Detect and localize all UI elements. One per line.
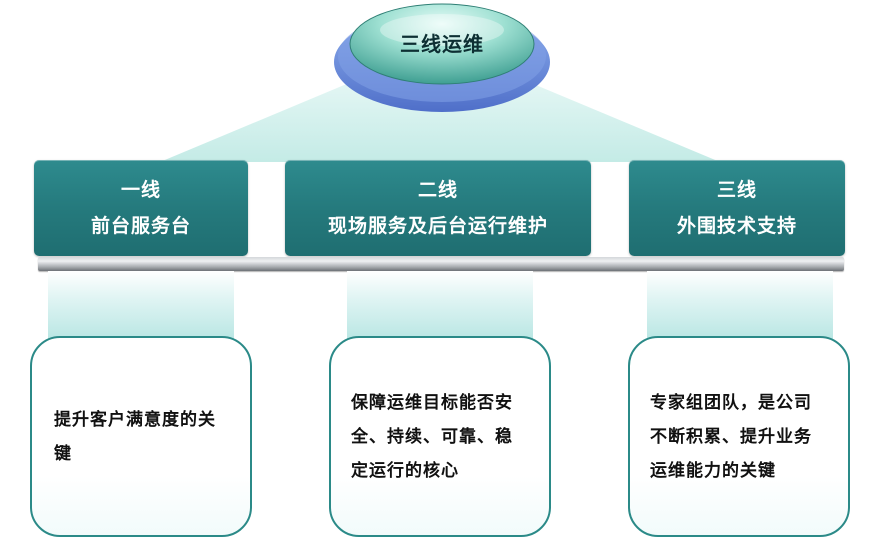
tier-3-card: 专家组团队，是公司不断积累、提升业务运维能力的关键 [628, 336, 850, 537]
tier-3-description: 专家组团队，是公司不断积累、提升业务运维能力的关键 [650, 392, 812, 481]
tier-2-description: 保障运维目标能否安全、持续、可靠、稳定运行的核心 [351, 392, 513, 481]
tier-3-connector [647, 271, 833, 341]
hub-node: 三线运维 [331, 0, 553, 115]
hub-label: 三线运维 [400, 32, 484, 56]
tier-1-header: 一线 前台服务台 [34, 160, 248, 256]
tier-1-level: 一线 [120, 179, 161, 201]
tier-1-connector [48, 271, 234, 341]
tier-2-level: 二线 [417, 179, 458, 201]
tier-1-description: 提升客户满意度的关键 [54, 409, 216, 464]
divider-bar [38, 257, 844, 271]
tier-3-level: 三线 [716, 179, 757, 201]
tier-2-connector [347, 271, 533, 341]
tier-1-card: 提升客户满意度的关键 [30, 336, 252, 537]
tier-2-header: 二线 现场服务及后台运行维护 [285, 160, 591, 256]
tier-2-name: 现场服务及后台运行维护 [327, 215, 548, 237]
tier-3-header: 三线 外围技术支持 [629, 160, 845, 256]
tier-2-card: 保障运维目标能否安全、持续、可靠、稳定运行的核心 [329, 336, 551, 537]
tier-1-name: 前台服务台 [90, 215, 191, 237]
tier-3-name: 外围技术支持 [676, 215, 797, 237]
